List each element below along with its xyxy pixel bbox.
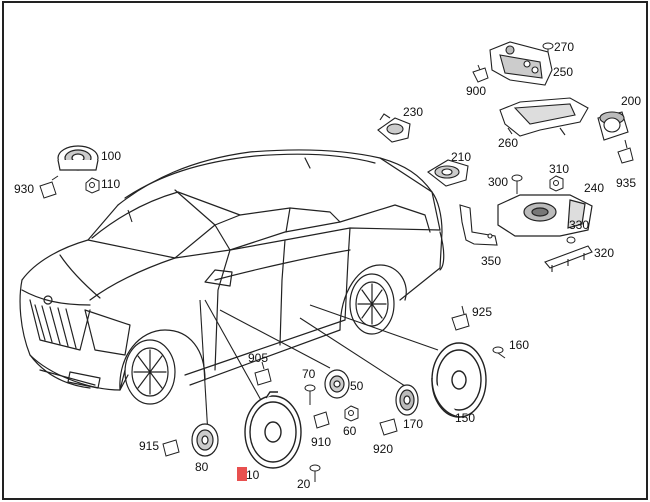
label-935: 935	[616, 176, 637, 190]
label-310: 310	[549, 162, 570, 176]
label-100: 100	[101, 149, 122, 163]
label-70: 70	[302, 367, 316, 381]
part-80-speaker	[191, 423, 219, 457]
part-60-nut	[344, 405, 359, 422]
part-905-clip	[254, 361, 272, 386]
part-50-tweeter	[324, 369, 350, 399]
label-900: 900	[466, 84, 487, 98]
part-250-module	[489, 41, 553, 86]
car-illustration	[19, 149, 445, 405]
label-110: 110	[101, 177, 121, 191]
label-330: 330	[569, 218, 590, 232]
label-160: 160	[509, 338, 530, 352]
part-160-screw	[492, 346, 506, 359]
label-200: 200	[621, 94, 642, 108]
part-935-clip	[617, 139, 634, 164]
highlight-marker	[237, 467, 247, 481]
label-150: 150	[455, 411, 476, 425]
part-100-speaker	[57, 145, 99, 171]
label-300: 300	[488, 175, 509, 189]
label-270: 270	[554, 40, 575, 54]
label-930: 930	[14, 182, 35, 196]
part-110-nut	[85, 177, 100, 194]
part-240-subwoofer	[497, 194, 593, 237]
part-915-clip	[162, 439, 180, 457]
part-930-clip	[39, 175, 59, 199]
part-910-clip	[313, 411, 330, 429]
part-310-nut	[549, 175, 564, 192]
label-320: 320	[594, 246, 615, 260]
leader-lines	[127, 209, 439, 436]
part-150-speaker	[431, 342, 487, 418]
label-20: 20	[297, 477, 311, 491]
part-70-screw	[304, 384, 316, 405]
label-170: 170	[403, 417, 424, 431]
label-60: 60	[343, 424, 357, 438]
part-925-clip	[451, 305, 470, 331]
part-320-bracket	[544, 245, 593, 272]
part-330-washer	[566, 236, 576, 244]
label-910: 910	[311, 435, 332, 449]
part-210-speaker	[427, 159, 469, 187]
part-10-woofer	[244, 391, 302, 469]
label-350: 350	[481, 254, 502, 268]
label-50: 50	[350, 379, 364, 393]
label-240: 240	[584, 181, 605, 195]
part-230-tweeter	[377, 113, 411, 143]
part-900-clip	[472, 64, 489, 83]
part-20-screw	[309, 464, 321, 482]
label-10: 10	[246, 468, 260, 482]
label-920: 920	[373, 442, 394, 456]
label-925: 925	[472, 305, 493, 319]
part-920-clip	[379, 418, 398, 436]
label-230: 230	[403, 105, 424, 119]
label-80: 80	[195, 460, 209, 474]
part-260-bracket	[499, 97, 589, 137]
label-905: 905	[248, 351, 269, 365]
label-915: 915	[139, 439, 160, 453]
part-170-tweeter	[395, 384, 419, 416]
part-200-speaker	[597, 111, 629, 141]
label-210: 210	[451, 150, 472, 164]
part-300-screw	[511, 174, 523, 194]
part-350-bracket	[459, 204, 498, 246]
label-260: 260	[498, 136, 519, 150]
label-250: 250	[553, 65, 574, 79]
